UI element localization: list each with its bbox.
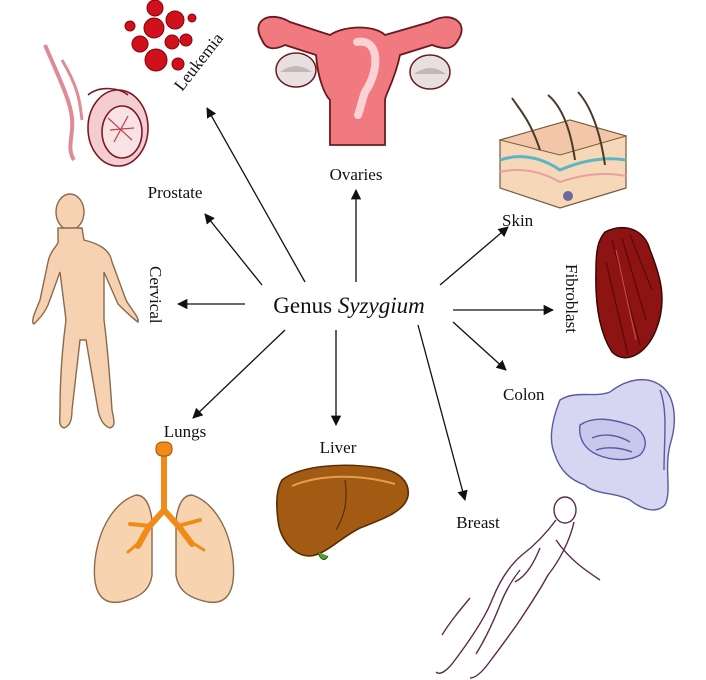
arrow-to-lungs	[192, 329, 286, 419]
label-liver: Liver	[320, 438, 357, 457]
prostate-icon	[43, 44, 149, 167]
arrow-to-breast	[417, 324, 468, 502]
label-fibroblast: Fibroblast	[562, 264, 581, 333]
label-lungs: Lungs	[164, 422, 207, 441]
human-figure-icon	[31, 193, 139, 429]
arrow-to-skin	[439, 226, 509, 286]
skin-icon	[498, 91, 628, 209]
label-breast: Breast	[456, 513, 500, 532]
label-colon: Colon	[503, 385, 545, 404]
arrows	[176, 107, 555, 502]
female-figure-icon	[435, 496, 601, 679]
arrow-to-leukemia	[206, 107, 306, 283]
label-cervical: Cervical	[146, 266, 165, 324]
center-genus: Syzygium	[338, 293, 425, 318]
bronchi-icon	[126, 447, 206, 554]
label-skin: Skin	[502, 211, 534, 230]
label-prostate: Prostate	[148, 183, 203, 202]
fibroblast-icon	[595, 227, 663, 359]
arrow-to-colon	[452, 321, 507, 371]
label-ovaries: Ovaries	[330, 165, 383, 184]
blood-cells-icon	[124, 0, 197, 72]
arrow-to-prostate	[204, 213, 263, 286]
center-prefix: Genus	[273, 293, 332, 318]
uterus-icon	[257, 15, 463, 146]
lungs-icon	[93, 441, 235, 604]
liver-icon	[276, 464, 409, 560]
colon-icon	[550, 378, 675, 511]
center-label: Genus Syzygium	[273, 293, 424, 318]
